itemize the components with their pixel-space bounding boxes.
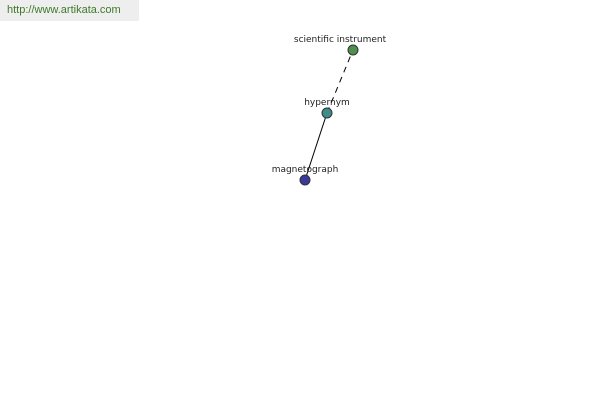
edge-hypernym-to-scientific-instrument — [326, 49, 354, 114]
node-dot-scientific-instrument[interactable] — [347, 44, 359, 56]
nodes-layer: scientific instrument hypernym magnetograp… — [272, 35, 387, 186]
node-label-hypernym: hypernym — [304, 98, 350, 108]
node-label-magnetograph: magnetograph — [272, 165, 339, 175]
edge-magnetograph-to-hypernym — [304, 112, 328, 181]
source-url-banner[interactable]: http://www.artikata.com — [0, 0, 139, 21]
node-dot-magnetograph[interactable] — [299, 174, 311, 186]
edges-layer — [304, 49, 354, 181]
node-dot-hypernym[interactable] — [321, 107, 333, 119]
node-scientific-instrument[interactable]: scientific instrument — [294, 35, 387, 56]
node-label-scientific-instrument: scientific instrument — [294, 35, 387, 45]
node-hypernym[interactable]: hypernym — [304, 98, 350, 119]
node-magnetograph[interactable]: magnetograph — [272, 165, 339, 186]
